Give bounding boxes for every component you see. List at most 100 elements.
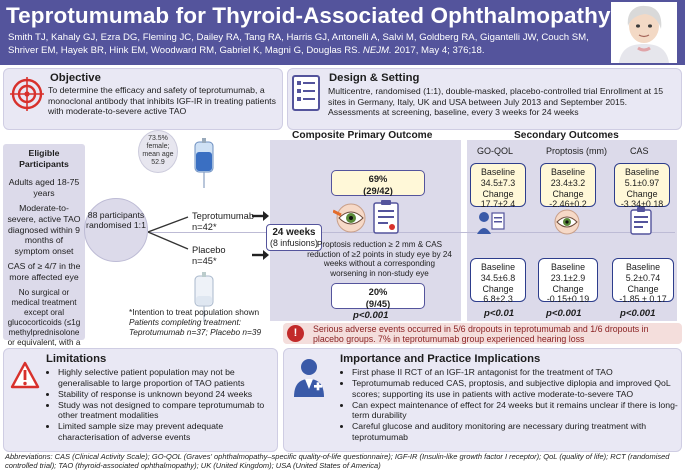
warning-icon <box>10 361 40 389</box>
teprotumumab-percent: 69% <box>368 173 388 184</box>
stat-label: Change <box>482 188 514 199</box>
stat-label: Baseline <box>624 167 660 177</box>
stat-value: 17.7±2.4 <box>480 199 516 210</box>
authors: Smith TJ, Kahaly GJ, Ezra DG, Fleming JC… <box>8 31 603 57</box>
stat-label: Change <box>482 283 514 294</box>
adverse-events-text: Serious adverse events occurred in 5/6 d… <box>313 324 649 344</box>
primary-p-value: p<0.001 <box>353 310 389 321</box>
itt-note-text: *Intention to treat population shown <box>129 307 260 317</box>
author-list: Smith TJ, Kahaly GJ, Ezra DG, Fleming JC… <box>8 32 589 56</box>
secondary-outcome-title: Secondary Outcomes <box>514 130 619 141</box>
list-item: Study was not designed to compare teprot… <box>58 400 274 421</box>
proptosis-p-value: p<0.001 <box>546 308 582 319</box>
stat-value: 23.4±3.2 <box>550 177 586 188</box>
branch-arrows <box>148 216 189 250</box>
stat-value: 34.5±6.8 <box>480 272 516 283</box>
stat-value: 6.8±2.3 <box>483 294 513 305</box>
stat-label: Baseline <box>480 262 516 272</box>
clipboard-icon <box>373 200 399 234</box>
divider-line <box>150 232 675 233</box>
cas-placebo: Baseline 5.2±0.74 Change -1.85 ± 0.17 <box>612 258 674 305</box>
stat-label: Baseline <box>625 262 661 272</box>
cas-header: CAS <box>630 146 649 156</box>
document-icon <box>292 75 320 111</box>
eligible-item: Moderate-to-severe, active TAO diagnosed… <box>7 203 81 256</box>
placebo-fraction: (9/45) <box>365 297 391 309</box>
completing-values: Teprotumumab n=37; Placebo n=39 <box>129 326 262 337</box>
stat-value: -0.15±0.19 <box>546 294 590 305</box>
header: Teprotumumab for Thyroid-Associated Opht… <box>0 0 685 65</box>
limitations-list: Highly selective patient population may … <box>48 367 274 443</box>
placebo-primary-result: 20% (9/45) <box>331 283 425 309</box>
doctor-icon <box>294 359 324 397</box>
itt-note: *Intention to treat population shown Pat… <box>129 307 269 337</box>
list-item: Careful glucose and auditory monitoring … <box>352 421 678 442</box>
demographics-badge: 73.5% female; mean age 52.9 <box>138 130 178 173</box>
woman-portrait-icon <box>611 2 677 63</box>
eligible-participants-panel: Eligible Participants Adults aged 18-75 … <box>3 144 85 367</box>
stat-label: Change <box>627 283 659 294</box>
eligible-title: Eligible Participants <box>19 148 69 169</box>
primary-outcome-definition: Proptosis reduction ≥ 2 mm & CAS reducti… <box>307 240 452 278</box>
list-item: Can expect maintenance of effect for 24 … <box>352 400 678 421</box>
implications-title: Importance and Practice Implications <box>340 353 541 365</box>
stat-value: 34.5±7.3 <box>480 177 516 188</box>
cas-teprotumumab: Baseline 5.1±0.97 Change -3.34±0.18 <box>614 163 670 210</box>
randomised-circle: 88 participants randomised 1:1 <box>84 198 148 262</box>
stat-value: 5.1±0.97 <box>624 177 660 188</box>
primary-outcome-title: Composite Primary Outcome <box>292 130 433 141</box>
stat-value: -3.34±0.18 <box>620 199 664 210</box>
list-item: First phase II RCT of an IGF-1R antagoni… <box>352 367 678 378</box>
eye-icon <box>333 203 366 233</box>
iv-bag-icon <box>194 138 214 188</box>
completing-label: Patients completing treatment: <box>129 316 242 327</box>
adverse-events-banner: ! Serious adverse events occurred in 5/6… <box>283 323 682 344</box>
arrow-icon <box>252 211 269 260</box>
list-item: Highly selective patient population may … <box>58 367 274 388</box>
implications-list: First phase II RCT of an IGF-1R antagoni… <box>342 367 678 443</box>
objective-panel: Objective To determine the efficacy and … <box>3 68 283 130</box>
limitations-title: Limitations <box>46 353 107 365</box>
stat-value: -1.85 ± 0.17 <box>619 294 667 305</box>
design-text: Multicentre, randomised (1:1), double-ma… <box>328 86 664 118</box>
design-panel: Design & Setting Multicentre, randomised… <box>287 68 682 130</box>
alert-icon: ! <box>287 325 304 342</box>
list-item: Stability of response is unknown beyond … <box>58 389 274 400</box>
eligible-item: Adults aged 18-75 years <box>8 177 80 198</box>
objective-text: To determine the efficacy and safety of … <box>48 85 276 117</box>
objective-title: Objective <box>50 72 101 84</box>
teprotumumab-fraction: (29/42) <box>363 184 393 196</box>
stat-value: 5.2±0.74 <box>625 272 661 283</box>
list-item: Limited sample size may prevent adequate… <box>58 421 274 442</box>
stat-label: Baseline <box>550 262 586 272</box>
citation: 2017, May 4; 376;18. <box>394 45 485 56</box>
proptosis-teprotumumab: Baseline 23.4±3.2 Change -2.46±0.2 <box>540 163 596 210</box>
stat-label: Change <box>552 188 584 199</box>
teprotumumab-primary-result: 69% (29/42) <box>331 170 425 196</box>
questionnaire-icon <box>477 212 505 234</box>
goqol-teprotumumab: Baseline 34.5±7.3 Change 17.7±2.4 <box>470 163 526 210</box>
stat-label: Change <box>552 283 584 294</box>
implications-panel: Importance and Practice Implications Fir… <box>283 348 682 452</box>
stat-label: Baseline <box>480 167 516 177</box>
list-item: Teprotumumab reduced CAS, proptosis, and… <box>352 378 678 399</box>
proptosis-header: Proptosis (mm) <box>546 146 608 156</box>
teprotumumab-arm-label: Teprotumumab n=42* <box>192 211 255 232</box>
design-title: Design & Setting <box>329 72 420 84</box>
duration-weeks: 24 weeks <box>272 227 316 238</box>
abbreviations-footer: Abbreviations: CAS (Clinical Activity Sc… <box>5 452 670 470</box>
placebo-arm-label: Placebo n=45* <box>192 245 226 266</box>
page-title: Teprotumumab for Thyroid-Associated Opht… <box>6 3 611 28</box>
placebo-percent: 20% <box>368 286 388 297</box>
stat-value: -2.46±0.2 <box>549 199 587 210</box>
stat-value: 23.1±2.9 <box>550 272 586 283</box>
eligible-item: CAS of ≥ 4/7 in the more affected eye <box>7 261 81 282</box>
stat-label: Baseline <box>550 167 586 177</box>
eye-icon <box>554 209 580 235</box>
journal: NEJM. <box>362 45 392 56</box>
iv-bag-icon <box>194 272 214 322</box>
proptosis-placebo: Baseline 23.1±2.9 Change -0.15±0.19 <box>538 258 598 305</box>
clipboard-icon <box>630 207 652 235</box>
target-icon <box>10 77 44 111</box>
goqol-placebo: Baseline 34.5±6.8 Change 6.8±2.3 <box>470 258 526 305</box>
